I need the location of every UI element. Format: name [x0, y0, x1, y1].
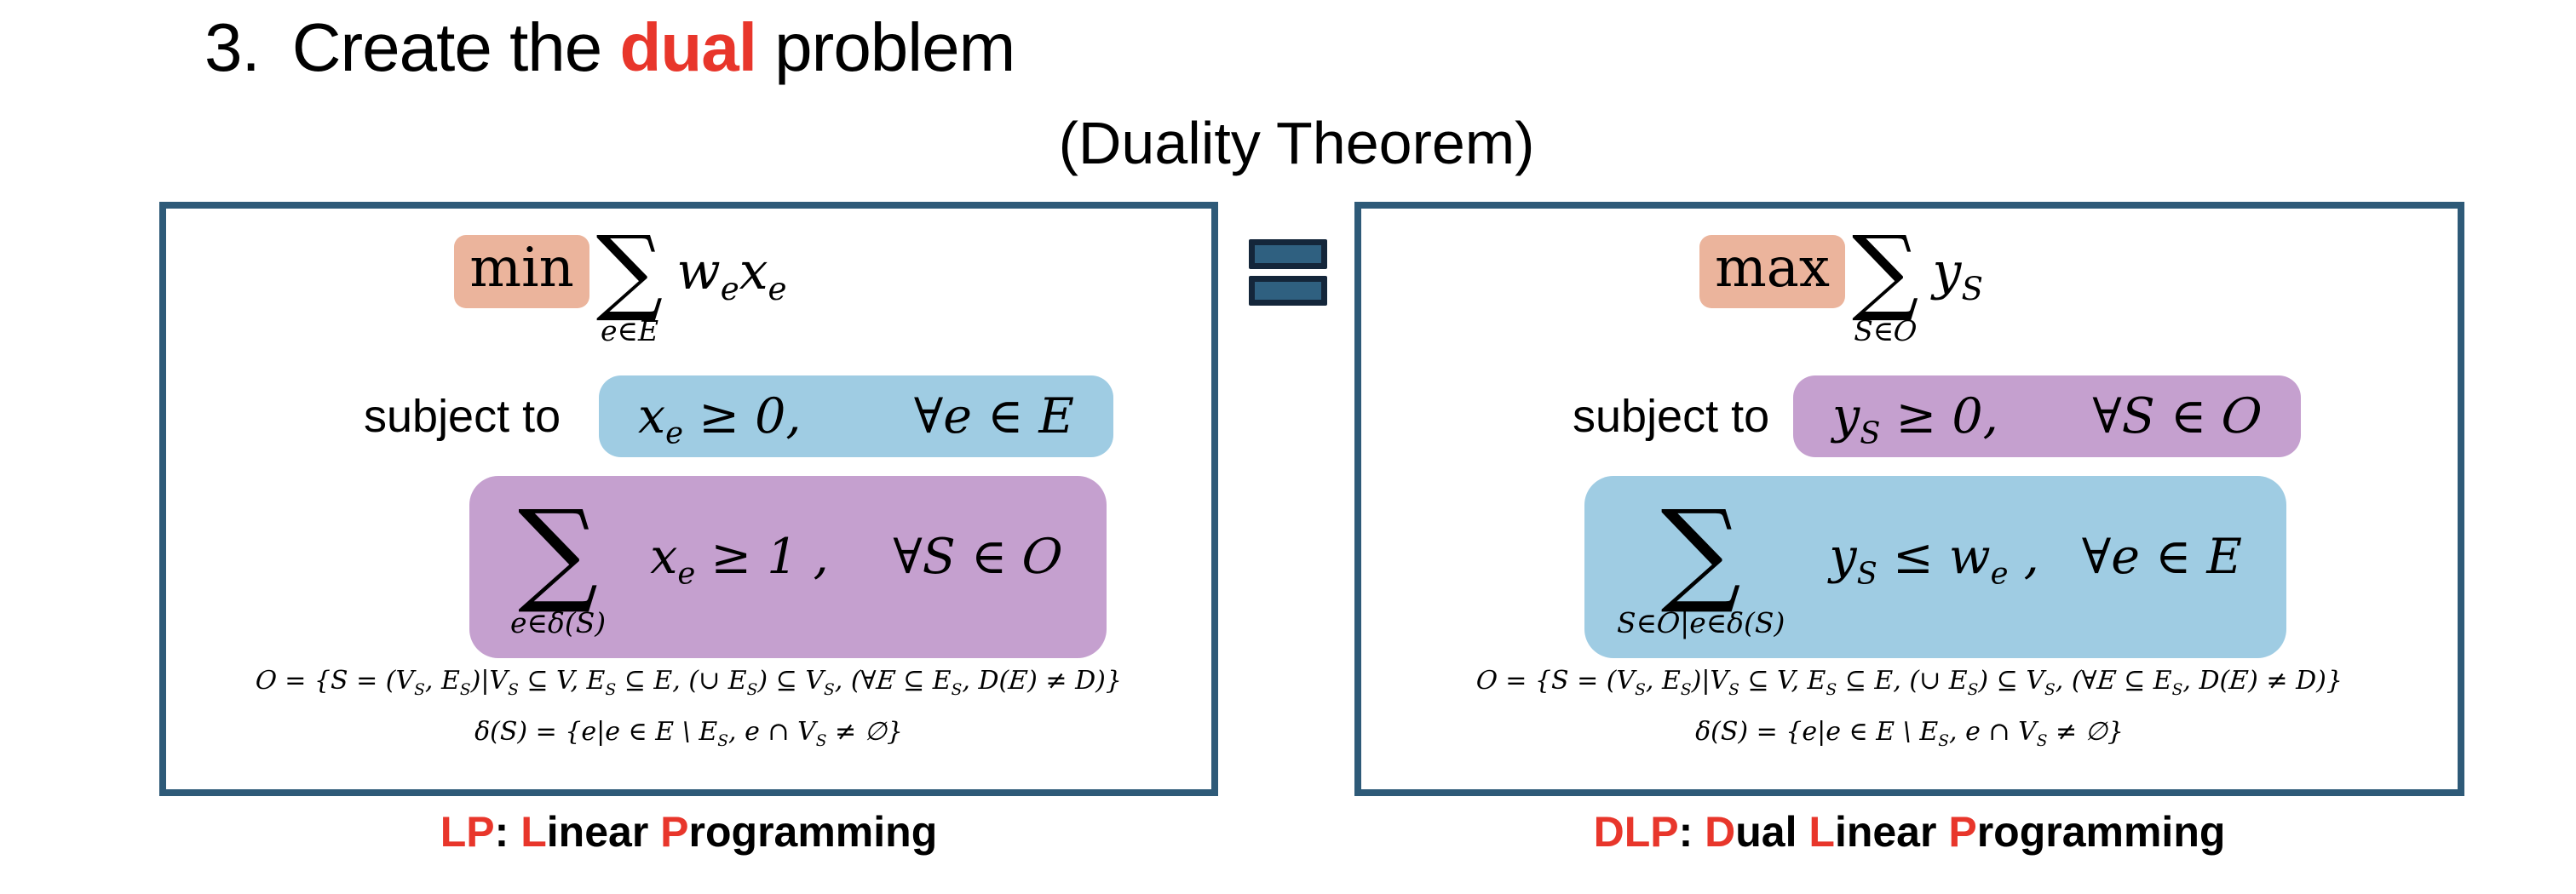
dlp-caption-l: L [1808, 808, 1835, 856]
page-title: 3. Create the dual problem [204, 9, 1015, 87]
lp-definition-O: O = {S = (VS, ES)|VS ⊆ V, ES ⊆ E, (∪ ES)… [254, 666, 1122, 699]
lp-caption-l: L [520, 808, 547, 856]
lp-constraint1-row: subject to xe ≥ 0, ∀e ∈ E [166, 375, 1211, 457]
dlp-objective-sum: ∑ S∈O [1852, 222, 1919, 347]
dlp-constraint2-sum: ∑ S∈O|e∈δ(S) [1617, 495, 1785, 639]
title-text-post: problem [756, 9, 1015, 85]
lp-constraint2-highlight: ∑ e∈δ(S) xe ≥ 1 , ∀S ∈ O [469, 476, 1107, 658]
lp-definitions: O = {S = (VS, ES)|VS ⊆ V, ES ⊆ E, (∪ ES)… [166, 666, 1211, 750]
dlp-caption-ual: ual [1735, 808, 1809, 856]
dlp-constraint2-sum-limit: S∈O|e∈δ(S) [1617, 605, 1785, 639]
lp-box: min ∑ e∈E wexe subject to xe ≥ 0, ∀e ∈ E… [159, 202, 1218, 796]
lp-min-highlight: min [454, 234, 589, 308]
dlp-caption-inear: inear [1834, 808, 1949, 856]
equals-icon [1249, 239, 1327, 306]
lp-constraint1-quantifier: ∀e ∈ E [913, 388, 1074, 444]
sigma-icon: ∑ [595, 215, 664, 324]
dlp-caption: DLP: Dual Linear Programming [1354, 807, 2464, 857]
lp-caption-p: P [660, 808, 689, 856]
dlp-constraint1-quantifier: ∀S ∈ O [2092, 388, 2265, 444]
lp-constraint1-highlight: xe ≥ 0, ∀e ∈ E [599, 375, 1113, 457]
dlp-constraint2-highlight: ∑ S∈O|e∈δ(S) yS ≤ we , ∀e ∈ E [1584, 476, 2286, 658]
dlp-constraint1-expr: yS ≥ 0, [1832, 388, 1998, 451]
dlp-caption-abbr: DLP [1593, 808, 1679, 856]
sigma-icon: ∑ [517, 486, 599, 618]
dlp-caption-p: P [1948, 808, 1977, 856]
lp-caption-abbr: LP [440, 808, 495, 856]
dlp-objective-row: max ∑ S∈O yS [1293, 222, 2389, 347]
lp-objective-sum: ∑ e∈E [596, 222, 664, 347]
dlp-objective-sum-limit: S∈O [1854, 314, 1919, 348]
lp-caption-rogramming: rogramming [688, 808, 938, 856]
lp-caption-inear: inear [546, 808, 661, 856]
dlp-objective-expr: yS [1932, 241, 1983, 307]
dlp-max-highlight: max [1699, 234, 1845, 308]
subtitle: (Duality Theorem) [1058, 110, 1535, 176]
title-number: 3. [204, 9, 261, 85]
title-text-pre: Create the [291, 9, 620, 85]
dlp-caption-d: D [1705, 808, 1736, 856]
dlp-subject-to-label: subject to [1573, 391, 1770, 442]
dlp-box: max ∑ S∈O yS subject to yS ≥ 0, ∀S ∈ O ∑… [1354, 202, 2464, 796]
dlp-definitions: O = {S = (VS, ES)|VS ⊆ V, ES ⊆ E, (∪ ES)… [1361, 666, 2458, 750]
equals-bar-top [1249, 239, 1327, 269]
dlp-caption-sep: : [1678, 808, 1705, 856]
lp-constraint2-quantifier: ∀S ∈ O [893, 529, 1066, 585]
sigma-icon: ∑ [1660, 486, 1741, 618]
dlp-definition-O: O = {S = (VS, ES)|VS ⊆ V, ES ⊆ E, (∪ ES)… [1475, 666, 2343, 699]
title-highlight: dual [619, 9, 757, 85]
lp-objective-expr: wexe [676, 241, 787, 307]
dlp-caption-rogramming: rogramming [1976, 808, 2226, 856]
lp-caption-sep: : [494, 808, 521, 856]
sigma-icon: ∑ [1852, 215, 1919, 324]
lp-caption: LP: Linear Programming [159, 807, 1218, 857]
dlp-constraint2-quantifier: ∀e ∈ E [2081, 529, 2242, 585]
lp-subject-to-label: subject to [364, 391, 561, 442]
lp-constraint2-sum-limit: e∈δ(S) [510, 605, 607, 639]
lp-objective-row: min ∑ e∈E wexe [98, 222, 1143, 347]
lp-objective-sum-limit: e∈E [601, 314, 659, 348]
lp-constraint2-expr: xe ≥ 1 , [650, 529, 829, 592]
equals-bar-bottom [1249, 276, 1327, 306]
dlp-constraint1-row: subject to yS ≥ 0, ∀S ∈ O [1361, 375, 2458, 457]
dlp-constraint2-expr: yS ≤ we , [1829, 529, 2039, 592]
lp-constraint2-sum: ∑ e∈δ(S) [510, 495, 606, 639]
dlp-constraint1-highlight: yS ≥ 0, ∀S ∈ O [1793, 375, 2301, 457]
dlp-definition-delta: δ(S) = {e|e ∈ E \ ES, e ∩ VS ≠ ∅} [1695, 717, 2124, 750]
lp-definition-delta: δ(S) = {e|e ∈ E \ ES, e ∩ VS ≠ ∅} [474, 717, 903, 750]
lp-constraint1-expr: xe ≥ 0, [638, 388, 802, 451]
